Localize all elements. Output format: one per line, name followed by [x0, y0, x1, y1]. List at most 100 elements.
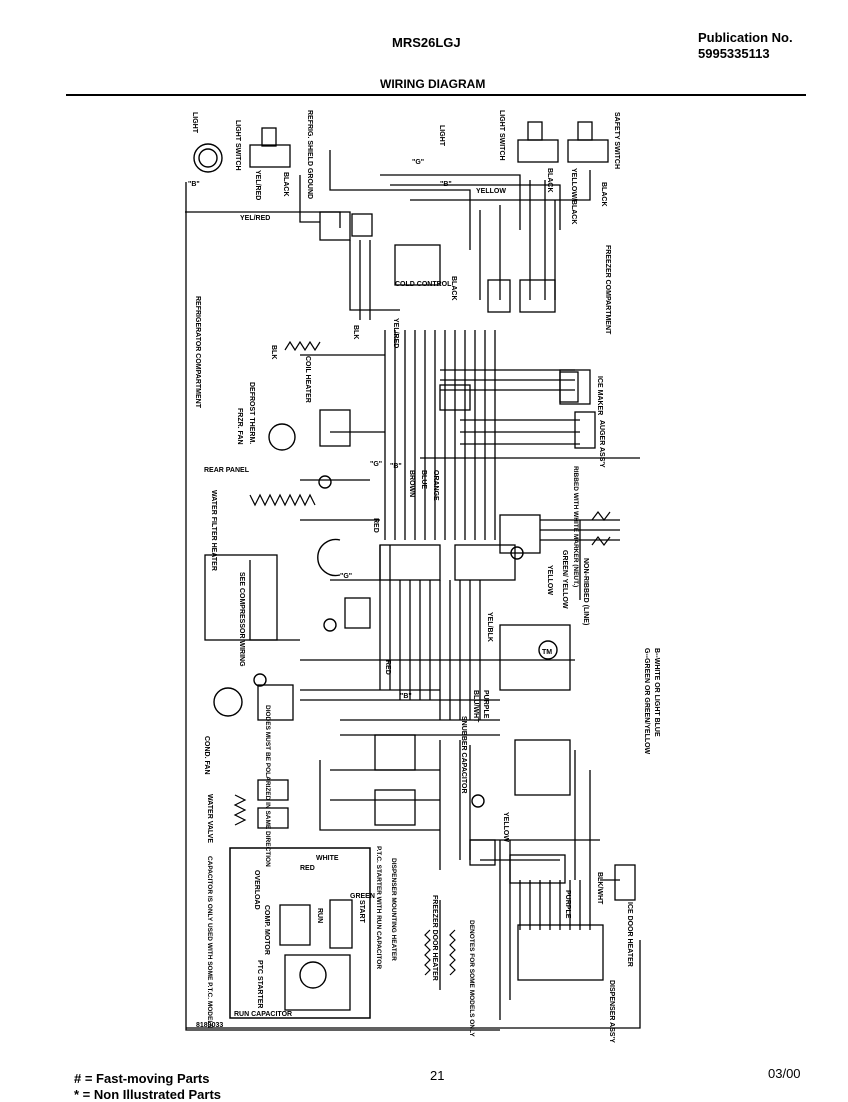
publication-number: 5995335113 — [698, 46, 770, 61]
label-water-filter-heater: WATER FILTER HEATER — [210, 490, 217, 571]
wire-brown: BROWN — [408, 470, 415, 497]
heater-elements — [233, 340, 611, 976]
label-non-ribbed-line: NON-RIBBED (LINE) — [582, 558, 589, 625]
label-white: WHITE — [316, 855, 339, 862]
label-green-yellow: GREEN/ YELLOW — [561, 550, 568, 609]
label-light-left: LIGHT — [191, 112, 198, 134]
wire-g-tag-2: "G" — [370, 461, 382, 468]
label-freezer-door-heater: FREEZER DOOR HEATER — [431, 895, 438, 981]
wire-purple: PURPLE — [482, 690, 489, 719]
wire-purple-lower: PURPLE — [564, 890, 571, 919]
label-overload: OVERLOAD — [253, 870, 260, 910]
wire-blue: BLUE — [420, 470, 427, 489]
label-refrigerator-compartment: REFRIGERATOR COMPARTMENT — [194, 296, 201, 409]
publication-date: 03/00 — [768, 1066, 801, 1081]
wire-g-tag-3: "G" — [340, 573, 352, 580]
label-rear-panel: REAR PANEL — [204, 467, 250, 474]
wire-yellow-lower: YELLOW — [502, 812, 509, 842]
ice-bucket-icon — [317, 538, 341, 577]
label-part-number: 8189033 — [196, 1022, 223, 1029]
light-bulb-icon — [193, 143, 223, 173]
component-labels: LIGHT LIGHT SWITCH REFRIG. SHIELD GROUND… — [191, 110, 660, 1043]
wire-b-tag-1: "B" — [188, 181, 200, 188]
wire-black-switch-right: BLACK — [546, 168, 553, 193]
label-dispenser-assy: DISPENSER ASS'Y — [608, 980, 615, 1043]
ptc-starter-icon — [299, 961, 327, 989]
wire-lines — [185, 150, 641, 1031]
wire-yel-blk: YEL/BLK — [486, 612, 493, 642]
label-ribbed-white-marker: RIBBED WITH WHITE MARKER (NEUT.) — [572, 466, 579, 587]
label-freezer-compartment: FREEZER COMPARTMENT — [604, 245, 611, 335]
wire-red-lower: RED — [384, 660, 391, 675]
ground-icon — [471, 794, 485, 808]
ground-icon — [318, 475, 332, 489]
label-dispenser-mounting-heater: DISPENSER MOUNTING HEATER — [390, 858, 397, 961]
label-tm: TM — [542, 649, 552, 656]
label-ice-door-heater: ICE DOOR HEATER — [626, 902, 633, 967]
wire-g-tag-1: "G" — [412, 159, 424, 166]
label-light-switch-right: LIGHT SWITCH — [498, 110, 505, 161]
label-snubber-capacitor: SNUBBER CAPACITOR — [460, 716, 467, 794]
label-legend-g: G--GREEN OR GREEN/YELLOW — [643, 648, 650, 755]
wire-b-tag-2: "B" — [440, 181, 452, 188]
wire-blk-wht: BLK/WHT — [596, 872, 603, 905]
ground-icon — [323, 618, 337, 632]
legend-fast-moving-parts: # = Fast-moving Parts — [74, 1071, 210, 1086]
label-light-center: LIGHT — [438, 125, 445, 147]
label-coil-heater: COIL HEATER — [304, 356, 311, 403]
component-shapes — [204, 121, 636, 1019]
wire-red-upper: RED — [372, 518, 379, 533]
header-rule — [66, 94, 806, 96]
label-run-capacitor: RUN CAPACITOR — [234, 1011, 292, 1018]
publication-label: Publication No. — [698, 30, 793, 45]
wire-yel-red-left: YEL/RED — [254, 170, 261, 200]
label-auger-assy: AUGER ASS'Y — [598, 420, 605, 468]
wire-yellow-top: YELLOW — [476, 188, 506, 195]
label-start: START — [358, 900, 365, 924]
wire-b-tag-3: "B" — [390, 463, 402, 470]
label-cold-control: COLD CONTROL — [395, 281, 452, 288]
wire-yel-red-mid: YEL/RED — [392, 318, 399, 348]
label-denotes-some-models: DENOTES FOR SOME MODELS ONLY — [468, 920, 475, 1037]
model-number: MRS26LGJ — [392, 35, 461, 50]
wire-yellow-black: YELLOW/BLACK — [570, 168, 577, 224]
wire-black-cold-control: BLACK — [450, 276, 457, 301]
wire-black-safety: BLACK — [600, 182, 607, 207]
label-ptc-starter: PTC STARTER — [256, 960, 263, 1008]
freezer-fan-motor-icon — [268, 423, 296, 451]
wire-color-labels: YELLOW BLACK YEL/RED YEL/RED BLACK YELLO… — [188, 159, 607, 919]
wire-yellow-right: YELLOW — [546, 565, 553, 595]
legend-non-illustrated-parts: * = Non Illustrated Parts — [74, 1087, 222, 1102]
wire-blu-wht: BLU/WHT — [472, 690, 479, 723]
label-defrost-therm: DEFROST THERM. — [248, 382, 255, 444]
ground-icon — [510, 546, 524, 560]
label-comp-motor: COMP. MOTOR — [263, 905, 270, 955]
label-ptc-starter-run-capacitor: P.T.C. STARTER WITH RUN CAPACITOR — [375, 846, 382, 969]
label-run: RUN — [316, 908, 323, 923]
diagram-title: WIRING DIAGRAM — [380, 77, 486, 91]
wire-black-switch-left: BLACK — [282, 172, 289, 197]
timer-motor-icon — [538, 640, 558, 660]
wire-blk-coil: BLK — [270, 345, 277, 359]
label-cond-fan: COND. FAN — [203, 736, 210, 775]
label-safety-switch: SAFETY SWITCH — [613, 112, 620, 169]
label-legend-b: B--WHITE OR LIGHT BLUE — [653, 648, 660, 737]
wire-b-tag-4: "B" — [400, 693, 412, 700]
wire-yel-red-horizontal: YEL/RED — [240, 215, 270, 222]
label-diodes-note: DIODES MUST BE POLARIZED IN SAME DIRECTI… — [264, 705, 271, 867]
page-number: 21 — [430, 1068, 445, 1083]
label-refrig-shield-ground: REFRIG. SHIELD GROUND — [306, 110, 313, 199]
label-capacitor-note: CAPACITOR IS ONLY USED WITH SOME P.T.C. … — [206, 856, 213, 1029]
condenser-fan-motor-icon — [213, 687, 243, 717]
label-water-valve: WATER VALVE — [206, 794, 213, 843]
wire-blk-mid: BLK — [352, 325, 359, 339]
component-circles — [193, 143, 558, 989]
ground-icon — [253, 673, 267, 687]
label-red-small: RED — [300, 865, 315, 872]
label-green: GREEN — [350, 893, 375, 900]
label-ice-maker: ICE MAKER — [596, 376, 603, 415]
wire-orange: ORANGE — [432, 470, 439, 501]
label-see-compressor-wiring: SEE COMPRESSOR WIRING — [238, 572, 245, 667]
label-frzr-fan: FRZR. FAN — [236, 408, 243, 445]
